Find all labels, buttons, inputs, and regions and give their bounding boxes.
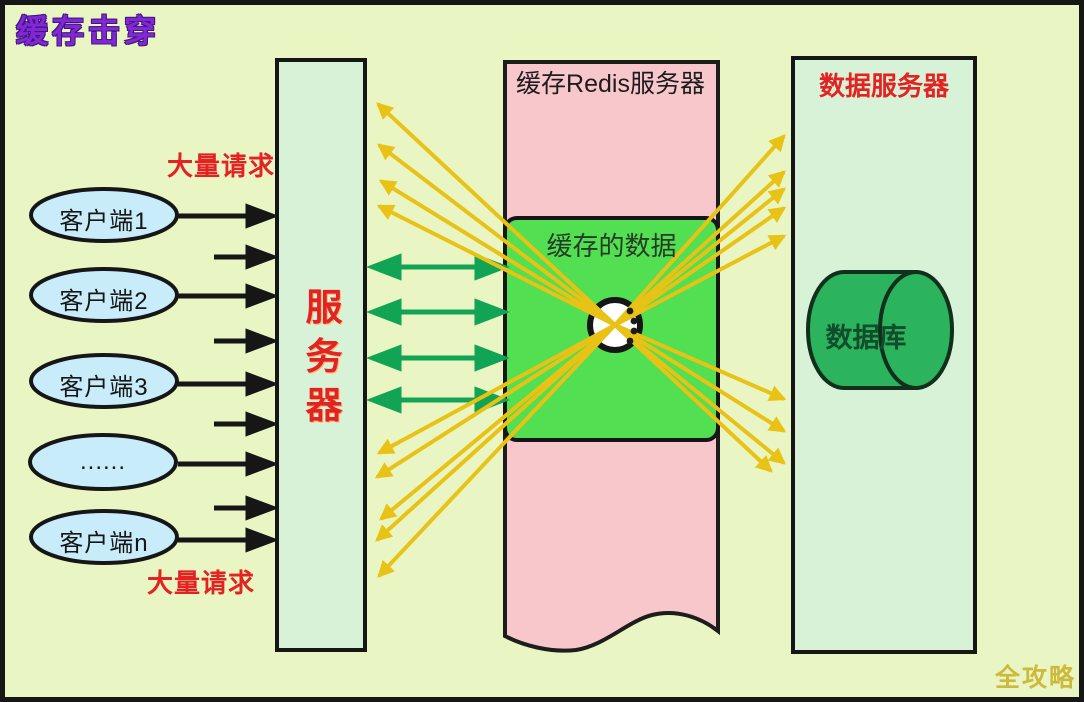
sync-arrow-head	[366, 344, 402, 372]
sync-arrow-head	[366, 253, 402, 281]
request-arrow-head	[245, 495, 280, 521]
request-arrow-head	[245, 203, 280, 229]
page-title: 缓存击穿	[16, 13, 161, 49]
request-arrow-head	[245, 451, 280, 477]
request-arrow-head	[245, 527, 280, 553]
cache-server-title: 缓存Redis服务器	[516, 70, 705, 98]
client-ellipse-5	[29, 509, 179, 565]
data-server-title: 数据服务器	[818, 71, 949, 101]
cached-data-label: 缓存的数据	[546, 231, 677, 261]
breakdown-arrows	[374, 102, 787, 578]
request-arrow-head	[245, 328, 280, 354]
client-ellipse-1	[29, 187, 179, 243]
request-arrows	[178, 203, 280, 553]
hole-dots-icon	[626, 307, 638, 345]
client-label-5: 客户端n	[59, 530, 149, 557]
server-label: 服务器	[305, 287, 343, 427]
requests-label-top: 大量请求	[167, 151, 276, 181]
client-label-1: 客户端1	[59, 208, 149, 235]
watermark: 全攻略	[994, 664, 1076, 692]
sync-arrow-head	[366, 298, 402, 326]
database-label: 数据库	[825, 323, 907, 353]
request-arrow-head	[245, 371, 280, 397]
request-arrow-head	[245, 283, 280, 309]
sync-arrows	[366, 253, 510, 414]
client-label-4: ......	[79, 448, 126, 475]
server-box	[275, 58, 367, 652]
client-label-2: 客户端2	[59, 288, 149, 315]
client-ellipse-2	[29, 267, 179, 323]
request-arrow-head	[245, 244, 280, 270]
request-arrow-head	[245, 411, 280, 437]
client-label-3: 客户端3	[59, 374, 149, 401]
requests-label-bottom: 大量请求	[147, 568, 256, 598]
sync-arrow-head	[474, 298, 510, 326]
sync-arrow-head	[366, 386, 402, 414]
database-cylinder-cap	[878, 270, 954, 390]
client-ellipse-4	[28, 433, 178, 491]
client-ellipse-3	[29, 353, 179, 409]
sync-arrow-head	[474, 344, 510, 372]
